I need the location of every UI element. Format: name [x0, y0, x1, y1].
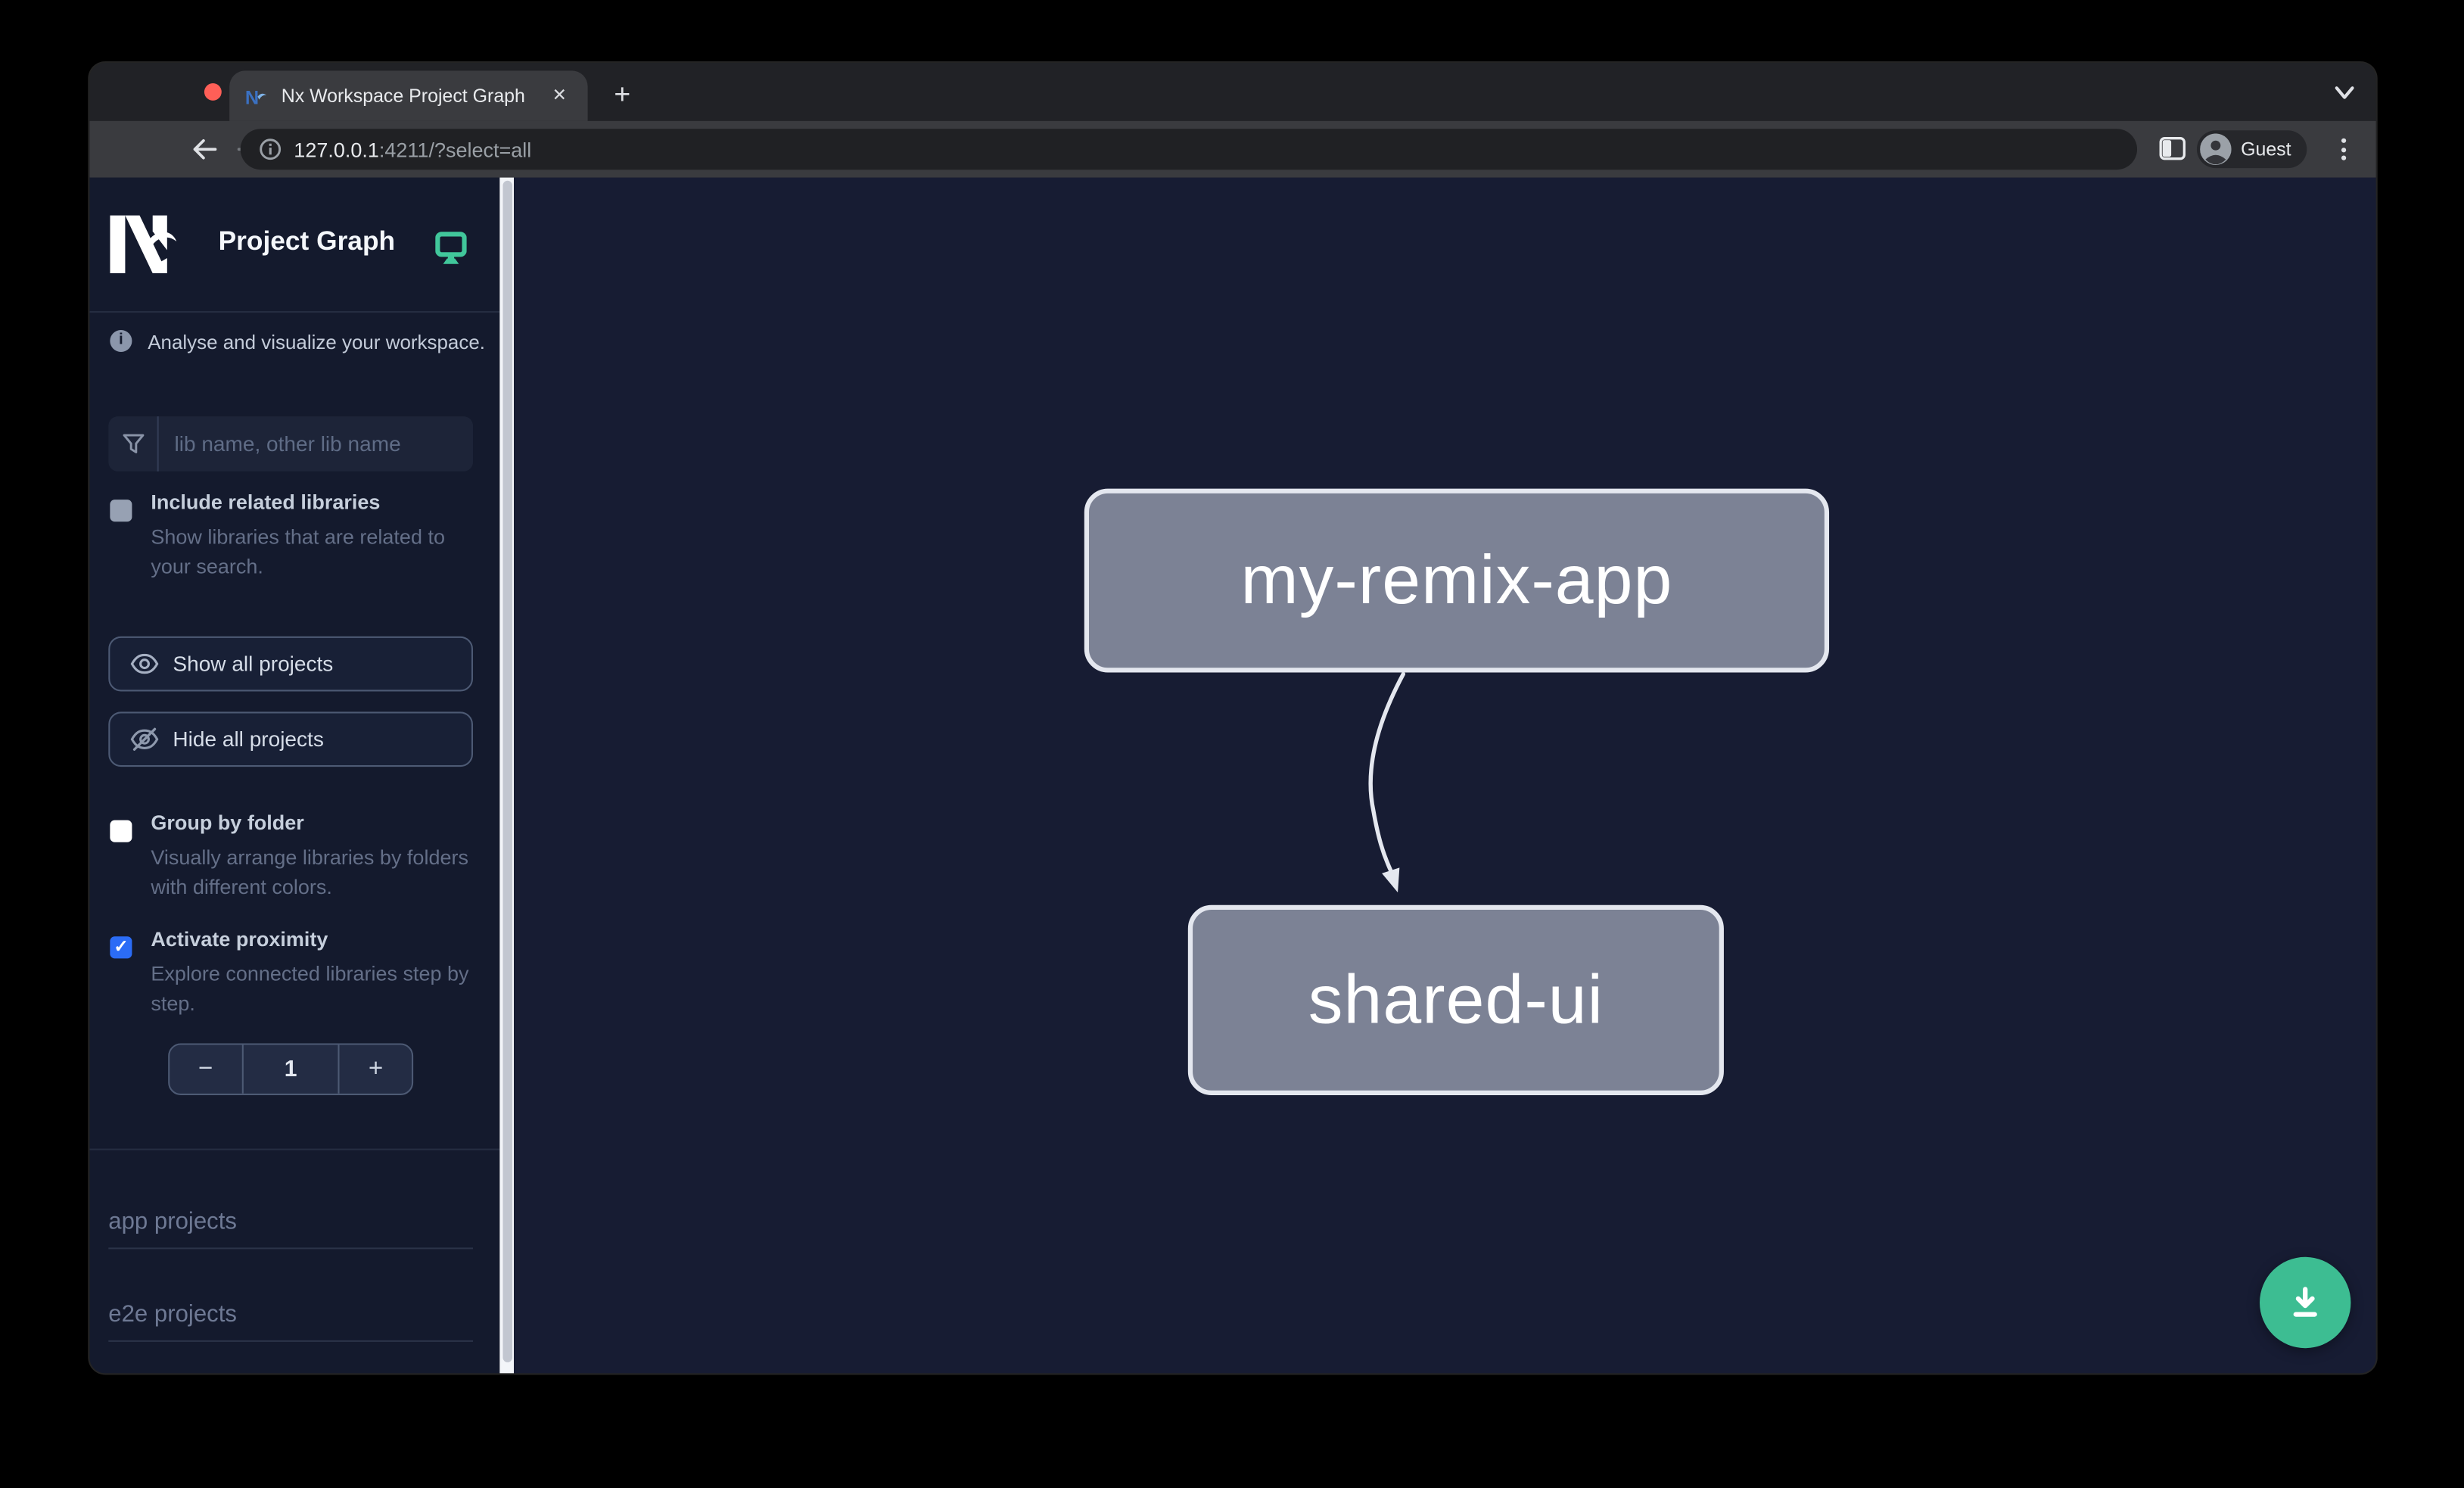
divider: [108, 1340, 474, 1342]
hide-all-projects-button[interactable]: Hide all projects: [108, 711, 474, 767]
show-all-projects-label: Show all projects: [173, 652, 334, 676]
tab-strip: N Nx Workspace Project Graph ✕ +: [89, 63, 2376, 121]
avatar-icon: [2200, 133, 2232, 165]
hide-all-projects-label: Hide all projects: [173, 727, 324, 752]
node-label: shared-ui: [1308, 960, 1604, 1038]
activate-proximity-label: Activate proximity: [151, 926, 328, 951]
download-graph-button[interactable]: [2260, 1256, 2351, 1349]
profile-name: Guest: [2241, 138, 2291, 160]
nx-logo: [110, 215, 177, 274]
edge-layer: [1368, 671, 1406, 893]
nx-favicon-icon: N: [245, 86, 267, 107]
proximity-stepper: − 1 +: [168, 1043, 414, 1095]
graph-canvas[interactable]: my-remix-app shared-ui: [514, 177, 2376, 1374]
sidebar-scrollbar[interactable]: [499, 177, 515, 1374]
app-content: Project Graph i Analyse and visualize yo…: [89, 177, 2376, 1374]
side-panel-icon[interactable]: [2159, 137, 2186, 160]
graph-node-shared-ui[interactable]: shared-ui: [1187, 904, 1724, 1095]
section-app-projects[interactable]: app projects: [108, 1208, 237, 1235]
show-all-projects-button[interactable]: Show all projects: [108, 636, 474, 692]
profile-button[interactable]: Guest: [2196, 130, 2307, 169]
search-input[interactable]: [158, 416, 474, 472]
page-title: Project Graph: [218, 226, 396, 257]
tab-title: Nx Workspace Project Graph: [281, 85, 525, 107]
filter-icon: [108, 416, 159, 472]
browser-toolbar: 127.0.0.1:4211/?select=all Guest: [89, 120, 2376, 178]
include-related-label: Include related libraries: [151, 490, 381, 514]
search-box: [108, 416, 474, 472]
url-path: :4211/?select=all: [378, 137, 532, 161]
divider: [108, 1247, 474, 1250]
group-by-folder-description: Visually arrange libraries by folders wi…: [151, 845, 468, 899]
eye-off-icon: [130, 727, 159, 751]
traffic-close-button[interactable]: [204, 83, 222, 101]
url-host: 127.0.0.1: [294, 137, 379, 161]
browser-window: N Nx Workspace Project Graph ✕ +: [89, 63, 2376, 1374]
sidebar: Project Graph i Analyse and visualize yo…: [89, 177, 500, 1374]
tab-close-icon[interactable]: ✕: [552, 86, 567, 106]
edge-my-remix-app-to-shared-ui: [1368, 671, 1406, 873]
section-e2e-projects[interactable]: e2e projects: [108, 1300, 237, 1328]
tagline: Analyse and visualize your workspace.: [148, 332, 486, 354]
proximity-value: 1: [284, 1057, 297, 1082]
activate-proximity-description: Explore connected libraries step by step…: [151, 961, 469, 1016]
increment-button[interactable]: +: [338, 1044, 412, 1094]
divider: [89, 1148, 500, 1150]
include-related-description: Show libraries that are related to your …: [151, 525, 445, 578]
browser-tab[interactable]: N Nx Workspace Project Graph ✕: [229, 70, 588, 121]
divider: [89, 311, 500, 313]
svg-text:N: N: [245, 86, 259, 107]
decrement-button[interactable]: −: [170, 1044, 244, 1094]
include-related-checkbox[interactable]: [110, 500, 132, 522]
download-icon: [2293, 1287, 2317, 1317]
edge-arrowhead: [1382, 867, 1400, 893]
chevron-down-icon[interactable]: [2334, 85, 2356, 101]
scrollbar-thumb[interactable]: [502, 180, 512, 1362]
browser-menu-icon[interactable]: [2337, 135, 2350, 163]
monitor-icon[interactable]: [435, 229, 467, 269]
info-icon: i: [110, 329, 132, 353]
address-bar[interactable]: 127.0.0.1:4211/?select=all: [240, 129, 2138, 170]
url-text: 127.0.0.1:4211/?select=all: [294, 138, 531, 161]
group-by-folder-checkbox[interactable]: [110, 820, 132, 842]
group-by-folder-label: Group by folder: [151, 811, 304, 835]
graph-node-my-remix-app[interactable]: my-remix-app: [1084, 488, 1830, 673]
activate-proximity-checkbox[interactable]: ✓: [110, 936, 132, 959]
eye-icon: [130, 653, 159, 674]
site-info-icon[interactable]: [260, 139, 282, 160]
back-icon[interactable]: [190, 135, 218, 163]
node-label: my-remix-app: [1240, 541, 1673, 618]
new-tab-button[interactable]: +: [614, 78, 631, 111]
